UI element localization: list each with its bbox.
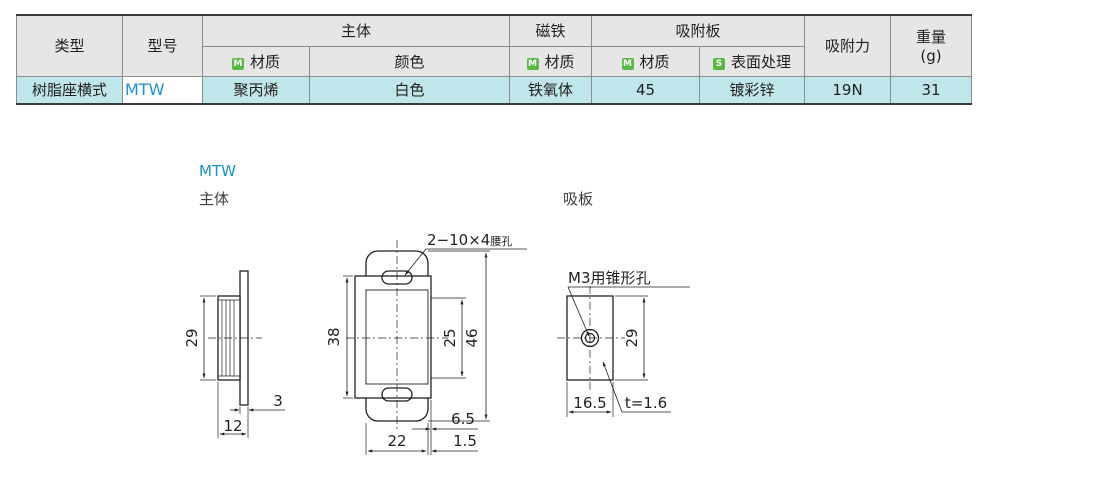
side-view [200,270,285,438]
header-body-material: M 材质 [202,45,310,77]
dim-plate-width: 16.5 [573,394,606,412]
header-force: 吸附力 [804,14,892,77]
drawing-model-title: MTW [199,162,236,180]
dim-plate-height: 29 [623,328,641,347]
dim-plate-thick: t=1.6 [625,394,667,412]
cell-type: 树脂座横式 [16,75,123,105]
slot-note: 2−10×4腰孔 [427,231,512,249]
dim-front-right2: 1.5 [453,432,477,450]
header-plate: 吸附板 [591,14,806,47]
cell-plate-surface: 镀彩锌 [699,75,806,105]
header-weight: 重量 (g) [890,14,973,77]
material-badge-icon: M [621,57,634,70]
header-plate-material-label: 材质 [639,52,670,71]
header-body: 主体 [201,14,511,47]
dim-side-width: 12 [223,417,242,435]
header-body-material-label: 材质 [249,52,280,71]
plate-note: M3用锥形孔 [568,269,651,287]
plate-view-title: 吸板 [563,190,594,208]
plate-view [557,286,690,417]
front-view [343,240,527,455]
body-view-title: 主体 [199,190,230,208]
header-magnet: 磁铁 [509,14,593,47]
header-magnet-material-label: 材质 [544,52,575,71]
cell-weight: 31 [890,75,973,105]
cell-model[interactable]: MTW [122,75,203,105]
dim-side-thick: 3 [273,392,283,410]
dim-front-total: 46 [463,328,481,347]
header-body-color: 颜色 [308,45,511,77]
cell-body-color: 白色 [308,75,511,105]
header-type: 类型 [16,14,123,77]
header-weight-label: 重量 [916,28,947,47]
header-plate-surface: S 表面处理 [699,45,806,77]
header-plate-material: M 材质 [591,45,701,77]
dim-side-height: 29 [183,328,201,347]
header-plate-surface-label: 表面处理 [731,52,792,71]
cell-plate-material: 45 [591,75,701,105]
cell-force: 19N [804,75,892,105]
dim-front-width: 22 [387,432,406,450]
cell-magnet-material: 铁氧体 [509,75,593,105]
header-weight-unit: (g) [920,47,942,66]
material-badge-icon: M [526,57,539,70]
dim-front-height: 38 [325,327,343,346]
surface-badge-icon: S [713,57,726,70]
material-badge-icon: M [231,57,244,70]
header-magnet-material: M 材质 [509,45,593,77]
dim-front-right1: 6.5 [451,410,475,428]
dim-front-inner: 25 [441,328,459,347]
cell-body-material: 聚丙烯 [202,75,310,105]
table-row: 树脂座横式 MTW 聚丙烯 白色 铁氧体 45 镀彩锌 19N 31 [16,75,973,105]
